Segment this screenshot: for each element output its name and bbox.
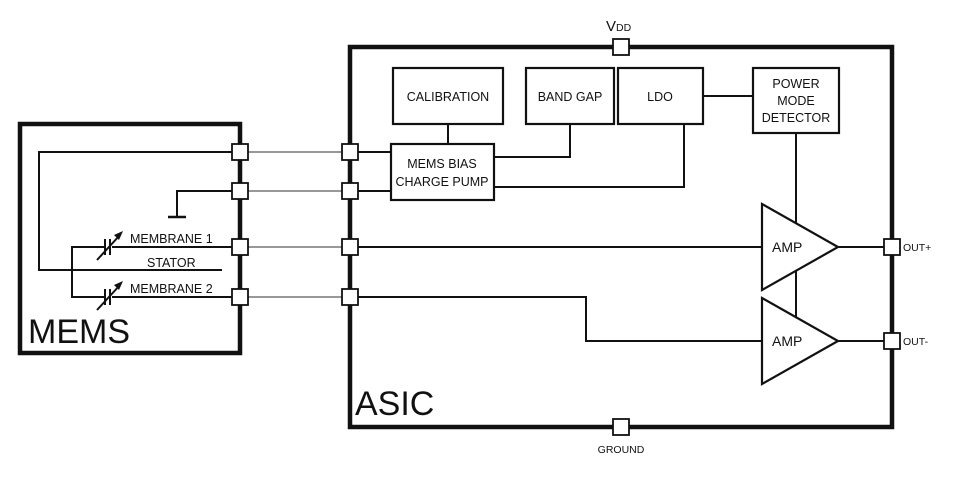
ground-label: GROUND [598,444,645,456]
calibration-block [391,66,505,126]
asic-pin-2 [341,182,359,200]
mem2-to-amp [350,296,762,342]
bandgap-to-pump [494,124,571,158]
stator-label: STATOR [147,256,196,270]
asic-pin-4 [341,288,359,306]
out-plus-pin [883,238,901,256]
band-gap-block [524,66,616,126]
stator-wire [38,151,240,271]
ldo-label: LDO [647,90,673,104]
power-mode-label-2: MODE [777,94,815,108]
asic-label: ASIC [355,385,434,423]
ldo-block [616,66,705,126]
power-mode-label-3: DETECTOR [762,111,831,125]
amp-bottom-label: AMP [772,333,802,349]
out-minus-label: OUT- [903,336,929,348]
asic-pin-1 [341,143,359,161]
amp-top-triangle [760,202,841,292]
calibration-label: CALIBRATION [407,90,489,104]
mems-pin-3 [231,238,249,256]
ground-wire [176,190,240,217]
asic-pin-3 [341,238,359,256]
mems-pin-1 [231,143,249,161]
membrane-1-wire [71,246,240,298]
mems-label: MEMS [28,313,130,351]
ground-pin [612,418,630,436]
variable-capacitor-icon-2 [96,281,123,311]
amp-top-label: AMP [772,239,802,255]
membrane-1-label: MEMBRANE 1 [130,232,213,246]
ldo-to-pump [494,124,685,188]
mems-pin-2 [231,182,249,200]
band-gap-label: BAND GAP [538,90,603,104]
vdd-label: VDD [606,18,632,35]
power-mode-detector-block [751,66,841,135]
charge-pump-label-1: MEMS BIAS [407,157,476,171]
power-mode-label-1: POWER [772,77,819,91]
membrane-2-label: MEMBRANE 2 [130,282,213,296]
charge-pump-label-2: CHARGE PUMP [395,175,488,189]
out-minus-pin [883,332,901,350]
variable-capacitor-icon-1 [96,231,123,261]
charge-pump-block [389,142,496,202]
mems-pin-4 [231,288,249,306]
vdd-pin [612,38,630,56]
out-plus-label: OUT+ [903,242,931,254]
amp-bottom-triangle [760,296,841,386]
